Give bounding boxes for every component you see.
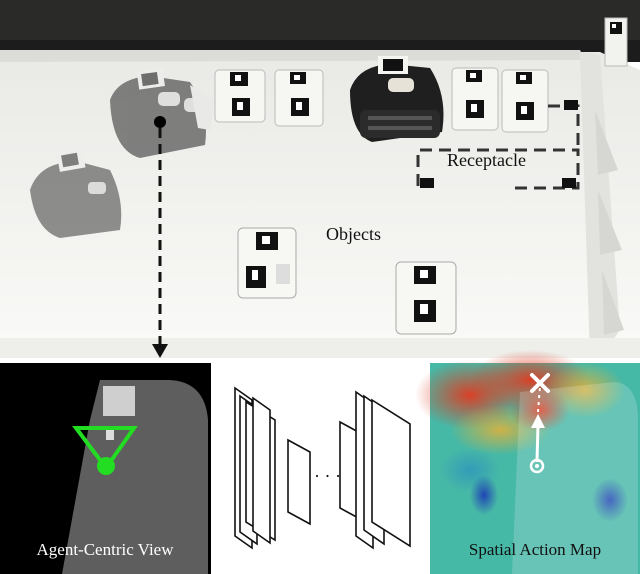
action-arrow [535, 423, 540, 463]
objects-label: Objects [326, 224, 381, 244]
arena-back-wall [0, 50, 585, 62]
object-cube [451, 67, 499, 131]
network-diagram: · · · [234, 386, 411, 550]
receptacle-label: Receptacle [447, 150, 526, 170]
arena-photo: Receptacle Objects [0, 0, 640, 358]
object-cube [274, 69, 324, 127]
spatial-action-map-panel: Spatial Action Map [415, 350, 640, 574]
object-cube [501, 69, 549, 133]
ring-dot-icon [529, 458, 545, 474]
object-cube [214, 69, 266, 123]
robot-active [350, 56, 444, 142]
agent-marker-dot [154, 116, 166, 128]
object-cube [395, 261, 457, 335]
spatial-action-map-label: Spatial Action Map [469, 540, 601, 559]
agent-centric-view-panel: Agent-Centric View [0, 363, 211, 574]
receptacle-outline [416, 148, 580, 190]
robot-ghost-left [30, 147, 122, 238]
agent-centric-view-label: Agent-Centric View [37, 540, 175, 559]
cnn-layers-icon [234, 386, 411, 550]
agent-position-dot [97, 457, 115, 475]
heatmap-floor-overlay [512, 382, 638, 574]
network-ellipsis: · · · [314, 466, 341, 486]
fov-triangle [72, 426, 138, 472]
x-mark-icon [530, 373, 550, 393]
view-object [103, 386, 135, 416]
robot-ghost-agent [110, 68, 215, 158]
object-cube [237, 227, 297, 299]
projection-arrow-head [152, 344, 168, 358]
